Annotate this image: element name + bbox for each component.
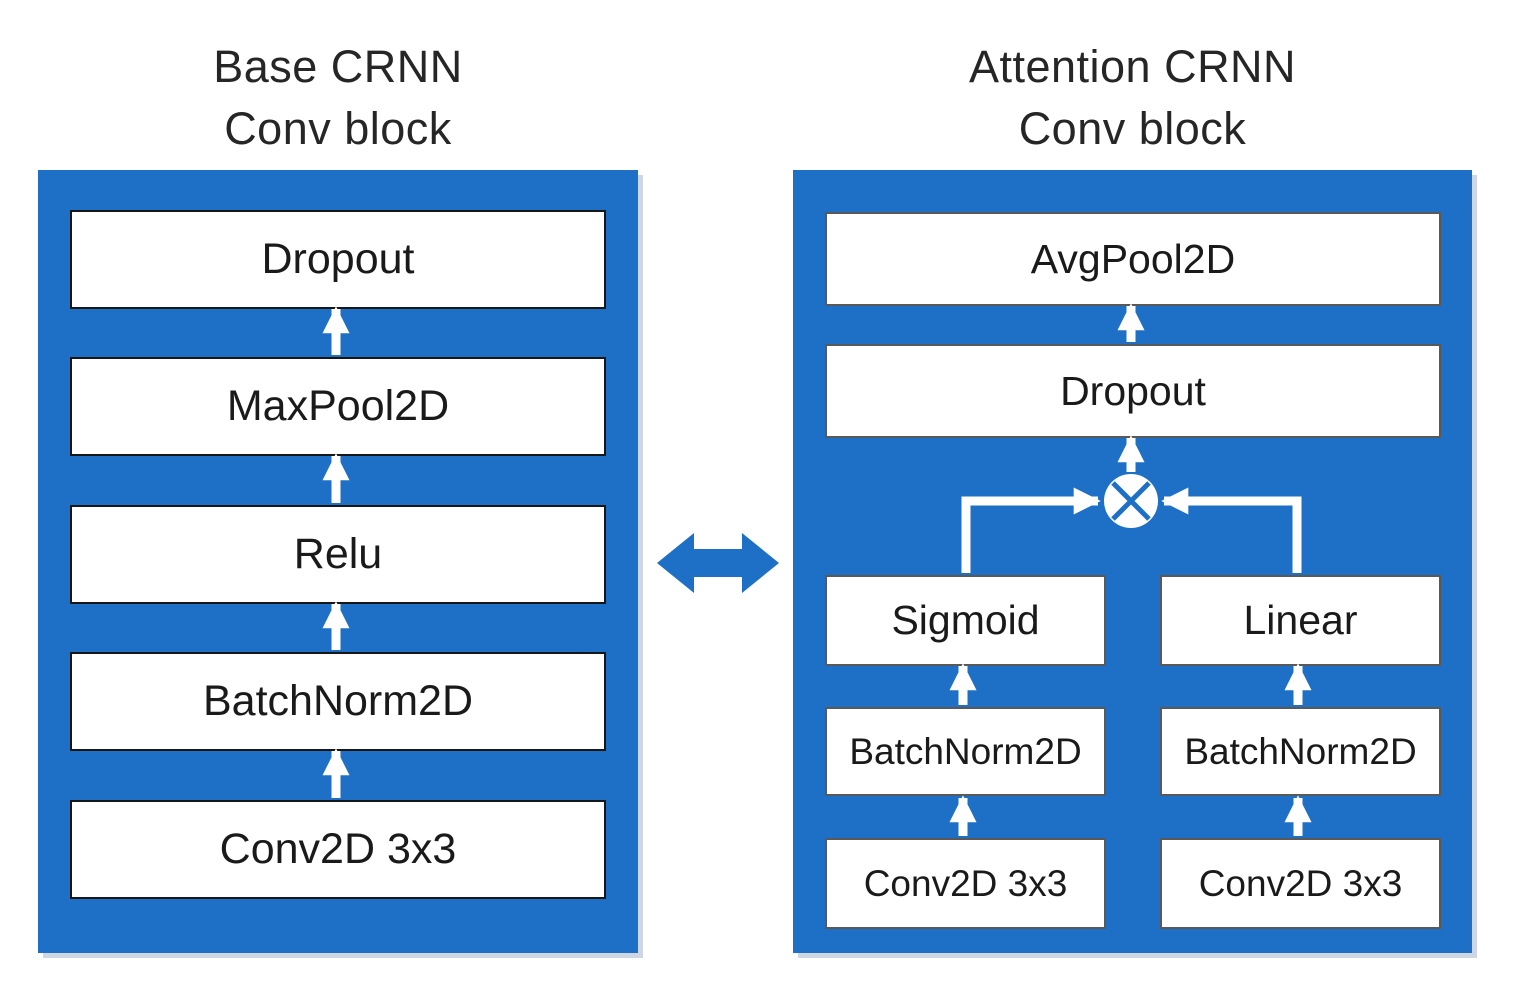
layer-label: Dropout xyxy=(1060,367,1206,414)
layer-label: BatchNorm2D xyxy=(1184,730,1417,772)
layer-label: Conv2D 3x3 xyxy=(863,862,1068,904)
layer-label: MaxPool2D xyxy=(226,382,450,430)
layer-box-relu: Relu xyxy=(70,505,606,604)
layer-box-batchnorm2d: BatchNorm2D xyxy=(70,652,606,751)
bidirectional-arrow-icon xyxy=(657,533,779,593)
base-crnn-title-line1: Base CRNN xyxy=(213,41,463,92)
layer-box-batchnorm2d-attention-branch: BatchNorm2D xyxy=(825,707,1106,796)
layer-box-conv2d-feature-branch: Conv2D 3x3 xyxy=(1160,838,1441,929)
layer-label: Conv2D 3x3 xyxy=(1198,862,1403,904)
attention-crnn-title-line2: Conv block xyxy=(1018,103,1247,154)
layer-box-batchnorm2d-feature-branch: BatchNorm2D xyxy=(1160,707,1441,796)
layer-label: Relu xyxy=(293,530,383,578)
layer-box-conv2d: Conv2D 3x3 xyxy=(70,800,606,899)
layer-label: Conv2D 3x3 xyxy=(219,825,457,873)
layer-label: Dropout xyxy=(261,235,415,283)
base-crnn-title: Base CRNN Conv block xyxy=(38,36,638,160)
layer-box-sigmoid: Sigmoid xyxy=(825,575,1106,666)
layer-box-maxpool2d: MaxPool2D xyxy=(70,357,606,456)
layer-label: Sigmoid xyxy=(891,597,1040,643)
base-crnn-title-line2: Conv block xyxy=(224,103,452,154)
layer-box-dropout-attention: Dropout xyxy=(825,344,1441,438)
layer-box-linear: Linear xyxy=(1160,575,1441,666)
layer-label: Linear xyxy=(1243,597,1358,643)
attention-crnn-title: Attention CRNN Conv block xyxy=(793,36,1472,160)
layer-box-avgpool2d: AvgPool2D xyxy=(825,212,1441,306)
layer-label: BatchNorm2D xyxy=(202,677,474,725)
attention-crnn-title-line1: Attention CRNN xyxy=(968,41,1297,92)
layer-label: AvgPool2D xyxy=(1030,235,1236,282)
layer-label: BatchNorm2D xyxy=(849,730,1082,772)
layer-box-conv2d-attention-branch: Conv2D 3x3 xyxy=(825,838,1106,929)
layer-box-dropout: Dropout xyxy=(70,210,606,309)
